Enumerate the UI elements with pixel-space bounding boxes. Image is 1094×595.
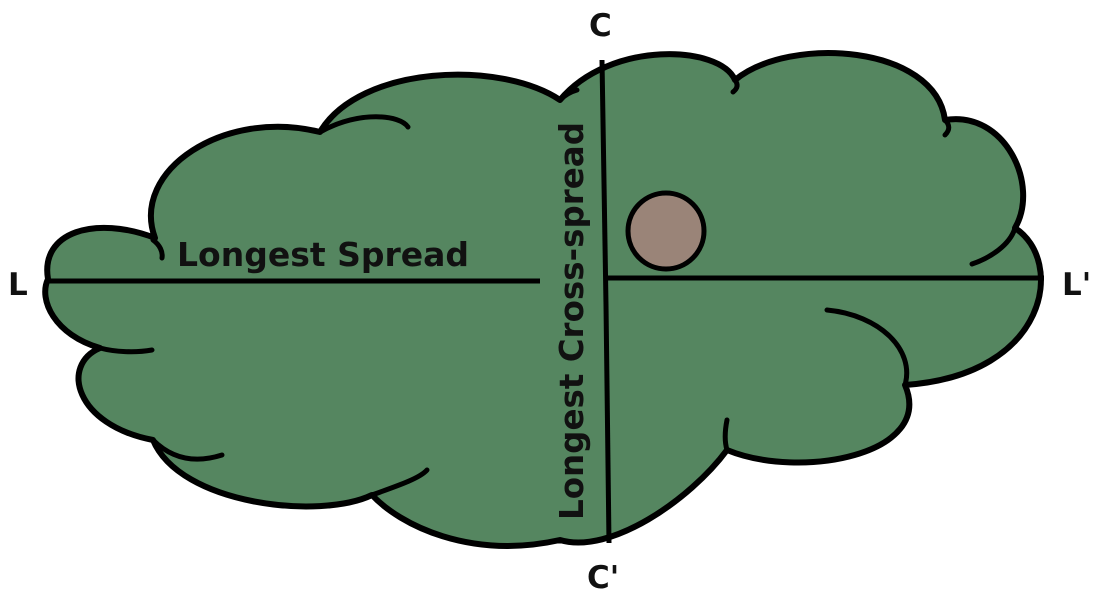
canopy-crease [369,467,430,498]
canopy-crease [557,87,580,103]
canopy-crease [150,437,225,462]
longest-spread-label: Longest Spread [177,235,469,274]
cross-spread-line [599,59,609,306]
canopy-crease [942,117,952,138]
canopy-crease [730,77,740,95]
canopy-crease [150,237,165,261]
end-label-c-prime: C' [587,560,619,595]
end-label-l-prime: L' [1062,267,1091,303]
canopy-crease [722,417,730,453]
cross-spread-line [603,304,612,544]
canopy-crease [317,114,411,135]
canopy-outline [42,50,1044,549]
end-label-l: L [8,267,28,303]
canopy-crease [969,225,1018,267]
longest-cross-spread-label: Longest Cross-spread [552,122,591,520]
trunk-circle [625,190,707,272]
canopy-crease [97,345,155,355]
canopy-crease [824,307,910,388]
end-label-c: C [589,8,612,44]
